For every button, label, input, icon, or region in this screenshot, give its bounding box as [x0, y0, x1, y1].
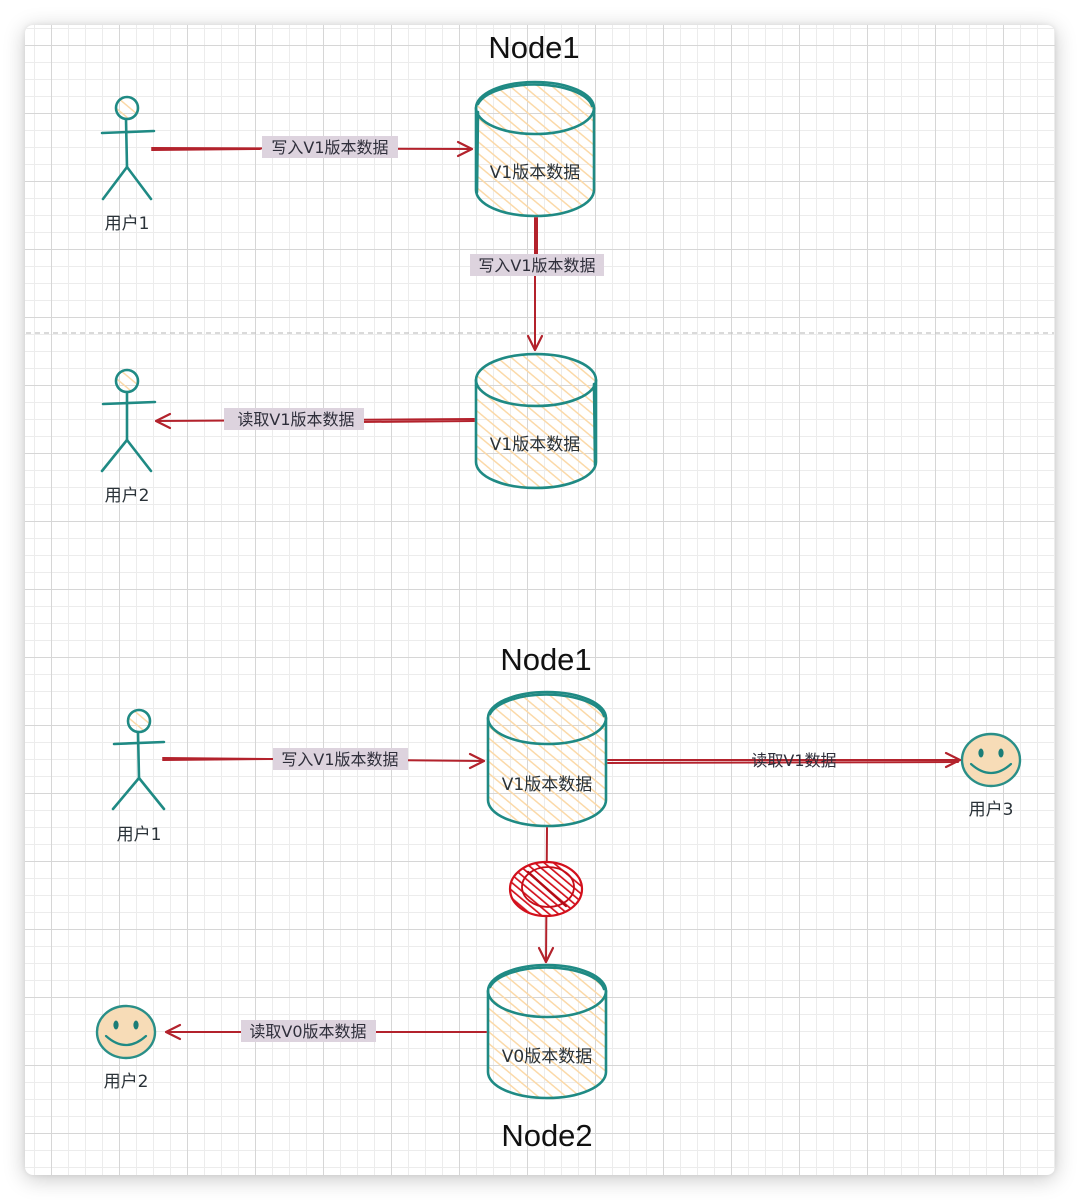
- database-cylinder-node1-top[interactable]: V1版本数据: [474, 80, 596, 218]
- user-label: 用户1: [105, 214, 150, 234]
- user-label: 用户1: [117, 825, 162, 845]
- node-title-node2-bottom: Node2: [501, 1118, 592, 1153]
- database-label: V1版本数据: [502, 775, 592, 795]
- node-title-top: Node1: [488, 30, 579, 65]
- user-label: 用户2: [105, 486, 150, 506]
- edge-write-arrow[interactable]: 写入V1版本数据: [151, 136, 474, 158]
- edge-label: 读取V1版本数据: [237, 410, 354, 429]
- edge-label: 写入V1版本数据: [271, 138, 388, 157]
- user-actor-icon[interactable]: [100, 95, 156, 201]
- smiley-user-icon[interactable]: [960, 732, 1022, 788]
- user-actor-icon[interactable]: [100, 368, 157, 473]
- edge-replicate-arrow[interactable]: 写入V1版本数据: [470, 217, 604, 352]
- edge-label: 读取V1数据: [751, 751, 836, 770]
- node-title-node1-bottom: Node1: [500, 642, 591, 677]
- database-label: V1版本数据: [490, 435, 580, 455]
- user-label: 用户2: [104, 1072, 149, 1092]
- edge-write-arrow[interactable]: 写入V1版本数据: [162, 748, 486, 770]
- user-label: 用户3: [969, 800, 1014, 820]
- edge-read-arrow[interactable]: 读取V1版本数据: [154, 408, 475, 430]
- edge-label: 写入V1版本数据: [478, 256, 595, 275]
- edge-label: 读取V0版本数据: [249, 1022, 366, 1041]
- database-cylinder-node2-bottom[interactable]: V0版本数据: [486, 963, 608, 1100]
- edge-read-v0-arrow[interactable]: 读取V0版本数据: [164, 1020, 487, 1042]
- blocked-icon: [508, 860, 584, 918]
- smiley-user-icon[interactable]: [95, 1004, 157, 1060]
- database-label: V1版本数据: [490, 163, 580, 183]
- user-actor-icon[interactable]: [111, 708, 166, 811]
- edge-label: 写入V1版本数据: [281, 750, 398, 769]
- database-cylinder-node1-bottom[interactable]: V1版本数据: [486, 690, 608, 828]
- database-label: V0版本数据: [502, 1047, 592, 1067]
- edge-read-v1-arrow[interactable]: 读取V1数据: [607, 751, 962, 770]
- database-cylinder-replica-top[interactable]: V1版本数据: [474, 352, 598, 490]
